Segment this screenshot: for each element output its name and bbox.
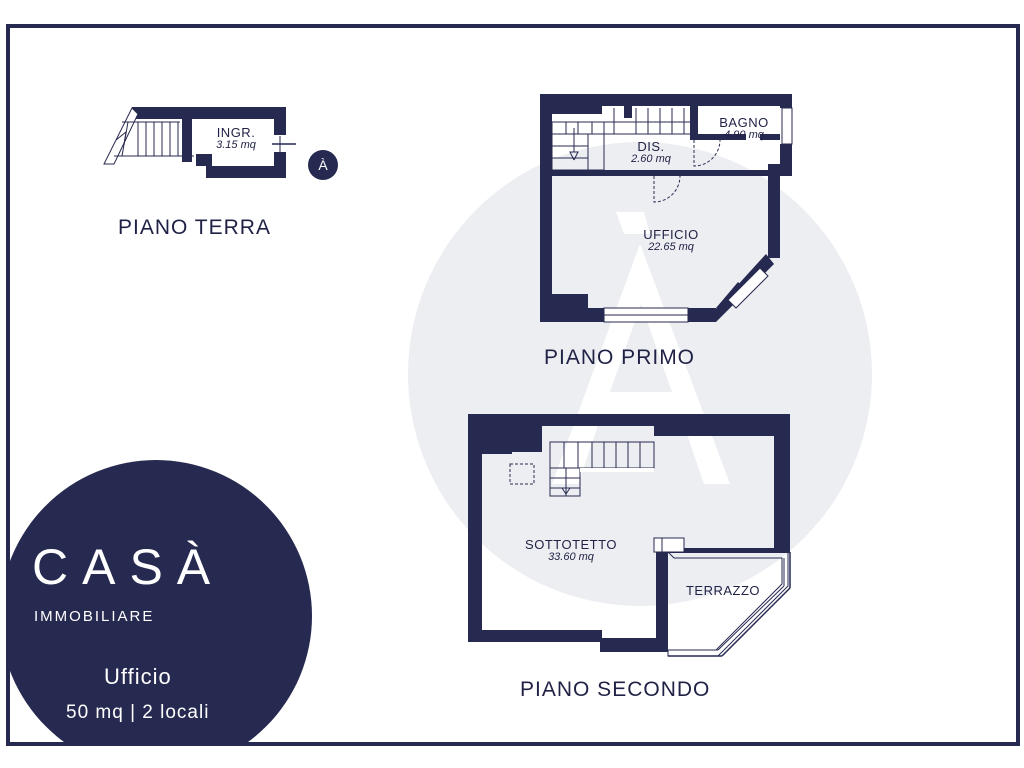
room-label-ingresso: INGR. 3.15 mq <box>206 126 266 151</box>
floor-title-ground: PIANO TERRA <box>118 216 271 239</box>
listing-type: Ufficio <box>104 664 172 689</box>
brand-logo-text: CASÀ <box>32 539 225 595</box>
stairs-icon <box>114 121 194 157</box>
room-name: TERRAZZO <box>685 583 761 598</box>
ground-floor-plan <box>103 107 296 178</box>
window-icon <box>603 307 689 323</box>
room-area: 4.90 mq <box>724 128 764 141</box>
floor-title-first: PIANO PRIMO <box>544 346 696 369</box>
room-label-terrazzo: TERRAZZO <box>678 584 768 598</box>
listing-details: 50 mq | 2 locali <box>66 702 210 723</box>
brand-subtitle: IMMOBILIARE <box>34 608 155 625</box>
room-name: DIS. <box>637 139 665 154</box>
first-floor-plan <box>540 94 793 323</box>
room-label-ufficio: UFFICIO 22.65 mq <box>626 228 716 253</box>
second-floor-plan <box>468 414 791 657</box>
skylight-icon <box>509 463 535 485</box>
room-area: 33.60 mq <box>548 550 594 563</box>
room-label-disimpegno: DIS. 2.60 mq <box>616 140 686 165</box>
room-label-bagno: BAGNO 4.90 mq <box>704 116 784 141</box>
room-name: SOTTOTETTO <box>525 537 617 552</box>
brand-circle <box>10 460 312 742</box>
door-swing-icon <box>653 139 721 203</box>
room-label-sottotetto: SOTTOTETTO 33.60 mq <box>516 538 626 563</box>
room-area: 2.60 mq <box>631 152 671 165</box>
floorplan-drawing <box>10 94 872 742</box>
floor-title-second: PIANO SECONDO <box>520 678 711 701</box>
stairs-icon <box>551 108 690 171</box>
floorplan-frame: PIANO TERRA PIANO PRIMO PIANO SECONDO IN… <box>6 24 1020 746</box>
room-name: INGR. <box>216 125 256 140</box>
room-area: 3.15 mq <box>216 138 256 151</box>
entrance-marker-icon: À <box>308 150 338 180</box>
room-name: UFFICIO <box>643 227 699 242</box>
room-area: 22.65 mq <box>648 240 694 253</box>
room-name: BAGNO <box>719 115 769 130</box>
